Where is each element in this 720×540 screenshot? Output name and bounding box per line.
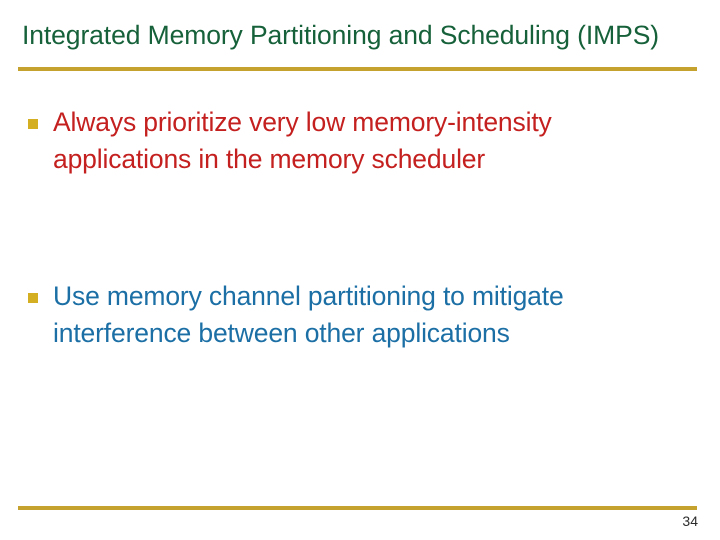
footer-divider-rule [18,506,697,510]
page-number: 34 [682,513,698,529]
square-bullet-icon [28,119,38,129]
bullet-item-text: Always prioritize very low memory-intens… [53,107,552,174]
slide-body: Always prioritize very low memory-intens… [28,104,690,352]
bullet-item: Use memory channel partitioning to mitig… [28,278,690,352]
slide-title: Integrated Memory Partitioning and Sched… [22,20,672,50]
title-divider-rule [18,67,697,71]
slide-title-text: Integrated Memory Partitioning and Sched… [22,20,660,50]
bullet-item: Always prioritize very low memory-intens… [28,104,690,178]
square-bullet-icon [28,293,38,303]
bullet-item-text: Use memory channel partitioning to mitig… [53,281,564,348]
